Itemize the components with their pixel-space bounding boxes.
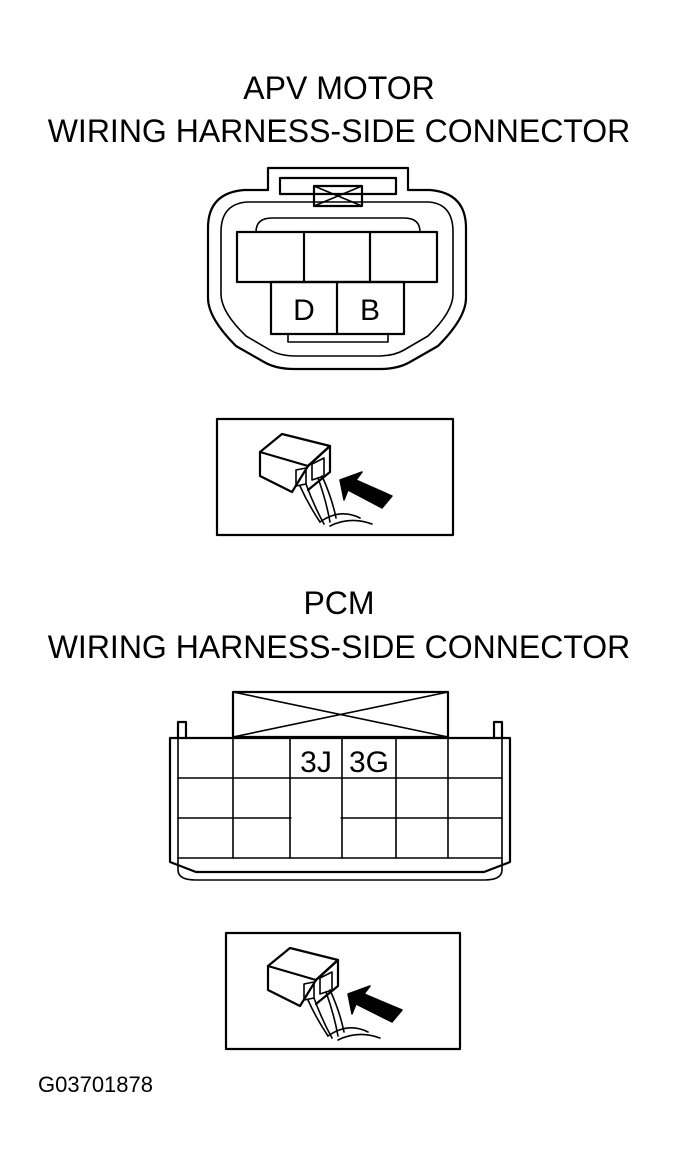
pcm-connector-face xyxy=(168,690,512,881)
pcm-probe-inset xyxy=(224,931,462,1051)
apv-connector-face xyxy=(206,166,468,371)
apv-title-line2: WIRING HARNESS-SIDE CONNECTOR xyxy=(48,113,631,149)
figure-code: G03701878 xyxy=(38,1072,153,1097)
pcm-pin-3g-label: 3G xyxy=(349,746,389,779)
pcm-title-line2: WIRING HARNESS-SIDE CONNECTOR xyxy=(48,629,631,665)
pcm-title-line1: PCM xyxy=(303,585,374,621)
apv-title-line1: APV MOTOR xyxy=(243,70,434,106)
apv-pin-d-label: D xyxy=(293,294,315,327)
pcm-pin-3j-label: 3J xyxy=(300,746,332,779)
apv-probe-inset xyxy=(215,417,455,537)
apv-pin-b-label: B xyxy=(360,294,380,327)
